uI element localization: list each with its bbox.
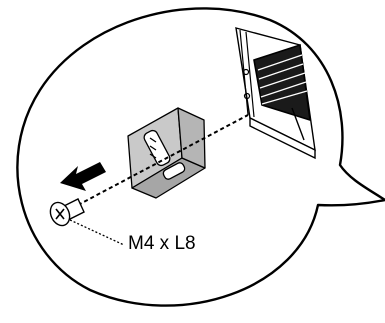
screw-size-label: M4 x L8 (128, 233, 196, 254)
device-base (249, 107, 316, 160)
label-leader-line (69, 219, 125, 246)
phillips-screw-icon (49, 198, 85, 227)
vent-grille (253, 43, 311, 122)
removal-arrow-icon (60, 162, 106, 191)
l-bracket (127, 107, 206, 199)
